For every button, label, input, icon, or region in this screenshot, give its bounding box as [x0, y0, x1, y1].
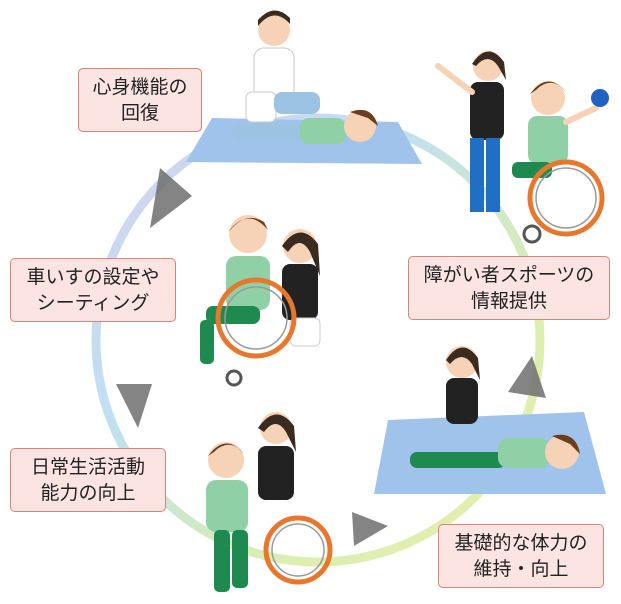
step-label-body-function-recovery: 心身機能の 回復 — [78, 68, 202, 132]
step-label-parasports-info: 障がい者スポーツの 情報提供 — [408, 256, 610, 320]
step-label-line: 能力の向上 — [40, 482, 136, 504]
step-label-line: 障がい者スポーツの — [423, 264, 595, 286]
cycle-arrow-bottom — [352, 512, 388, 546]
cycle-arrow-right — [508, 356, 546, 398]
cycle-arrow-left-top — [150, 168, 192, 228]
step-label-line: 回復 — [120, 102, 159, 124]
step-label-line: 維持・向上 — [473, 558, 569, 580]
step-label-line: 情報提供 — [470, 290, 547, 312]
step-label-line: 車いすの設定や — [26, 266, 160, 288]
illustration-daily-living-support — [206, 412, 333, 592]
cycle-arrow-left-middle — [116, 384, 152, 428]
step-label-line: 日常生活活動 — [30, 456, 145, 478]
illustration-wheelchair-seating — [200, 215, 321, 387]
step-label-line: シーティング — [36, 292, 150, 314]
illustration-body-function-therapy — [186, 10, 422, 164]
step-label-wheelchair-seating: 車いすの設定や シーティング — [10, 258, 176, 322]
step-label-line: 心身機能の — [92, 76, 188, 98]
illustration-parasports-coaching — [435, 51, 609, 244]
illustration-fitness-exercise — [374, 346, 606, 494]
step-label-line: 基礎的な体力の — [454, 532, 588, 554]
step-label-daily-living: 日常生活活動 能力の向上 — [10, 448, 166, 512]
step-label-basic-fitness: 基礎的な体力の 維持・向上 — [438, 524, 604, 588]
